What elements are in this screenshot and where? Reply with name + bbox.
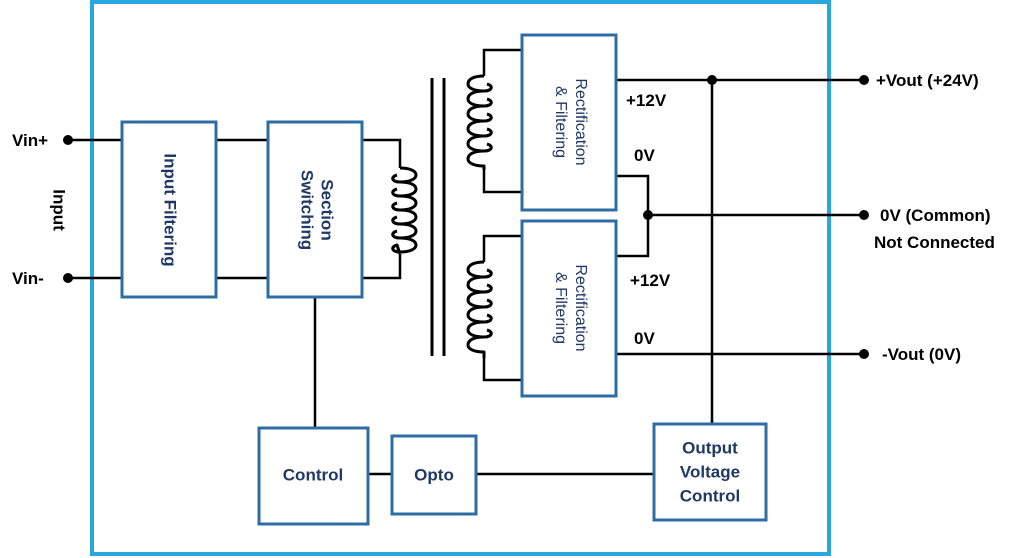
ovc-label-line3: Control <box>680 486 740 505</box>
lower-plus12-label: +12V <box>630 271 671 290</box>
input-filtering-label: Input Filtering <box>161 153 180 266</box>
input-filtering-block <box>120 120 218 299</box>
primary-bottom-wire <box>362 254 402 280</box>
switching-label-line1: Switching <box>298 170 317 250</box>
vout-plus-terminal <box>859 75 869 85</box>
upper-rectification-block <box>520 33 618 212</box>
lower-secondary-coil-icon <box>466 260 493 358</box>
ovc-label-line2: Voltage <box>680 462 740 481</box>
switching-section-block <box>266 120 364 299</box>
output-voltage-control-block <box>652 422 768 522</box>
lower-secondary-bottom-wire <box>482 358 522 382</box>
lower-rectification-block <box>520 219 618 398</box>
upper-secondary-bottom-wire <box>482 170 522 194</box>
lower-rect-label-line2: & Filtering <box>552 272 569 344</box>
input-label: Input <box>50 189 69 231</box>
vout-minus-label: -Vout (0V) <box>882 345 961 364</box>
opto-block <box>390 434 478 516</box>
vout-minus-terminal <box>859 349 869 359</box>
common-label: 0V (Common) <box>880 206 991 225</box>
common-terminal <box>859 210 869 220</box>
primary-top-wire <box>362 138 402 168</box>
primary-coil-icon <box>391 166 418 255</box>
lower-rect-label-line1: Rectification <box>572 264 589 351</box>
control-block <box>257 426 370 526</box>
control-label: Control <box>283 465 343 484</box>
vin-plus-terminal <box>63 135 73 145</box>
lower-secondary-top-wire <box>482 234 522 262</box>
not-connected-label: Not Connected <box>874 233 995 252</box>
upper-zero-label: 0V <box>634 146 655 165</box>
opto-label: Opto <box>414 465 454 484</box>
upper-secondary-top-wire <box>482 48 522 76</box>
upper-secondary-coil-icon <box>466 74 493 170</box>
upper-rect-label-line2: & Filtering <box>552 86 569 158</box>
common-junction <box>643 210 653 220</box>
vin-minus-terminal <box>63 273 73 283</box>
vin-minus-label: Vin- <box>12 269 44 288</box>
vin-plus-label: Vin+ <box>12 131 48 150</box>
vout-plus-label: +Vout (+24V) <box>876 71 979 90</box>
lower-zero-label: 0V <box>634 329 655 348</box>
upper-rect-label-line1: Rectification <box>572 78 589 165</box>
ovc-label-line1: Output <box>682 438 738 457</box>
sense-junction <box>707 75 717 85</box>
switching-label-line2: Section <box>318 179 337 240</box>
upper-plus12-label: +12V <box>626 91 667 110</box>
